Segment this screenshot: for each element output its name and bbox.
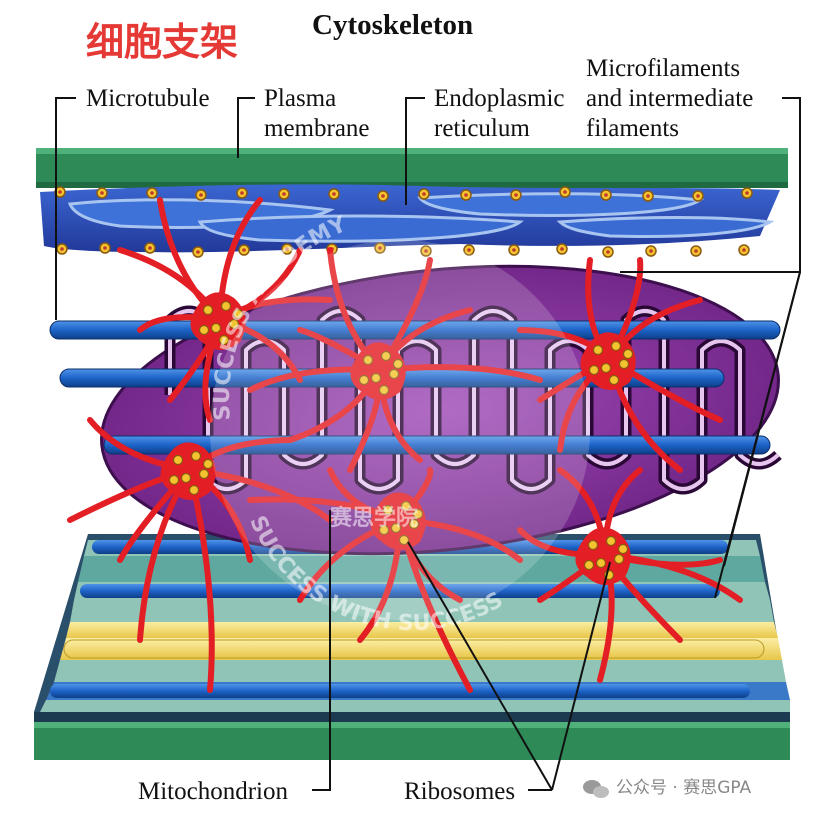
label-microfilaments-line1: Microfilaments <box>586 55 740 82</box>
ribosome-dot <box>279 189 289 199</box>
label-microfilaments-line3: filaments <box>586 115 679 142</box>
ribosome-dot <box>97 188 107 198</box>
label-mitochondrion: Mitochondrion <box>138 778 288 805</box>
footer-source: 公众号 · 赛思GPA <box>616 777 752 798</box>
label-microtubule: Microtubule <box>86 85 210 112</box>
label-plasma-membrane-line1: Plasma <box>264 85 336 112</box>
ribosome-dot <box>601 190 611 200</box>
ribosome-dot <box>603 247 613 257</box>
ribosome-dot <box>57 244 67 254</box>
ribosome-dot <box>196 190 206 200</box>
ribosome-dot <box>237 188 247 198</box>
ribosome-dot <box>145 243 155 253</box>
ribosome-dot <box>511 190 521 200</box>
ribosome-dot <box>147 188 157 198</box>
ribosome-dot <box>329 189 339 199</box>
ribosome-dot <box>643 191 653 201</box>
ribosome-dot <box>509 245 519 255</box>
wechat-icon <box>583 780 609 798</box>
ribosome-dot <box>100 243 110 253</box>
watermark-center: 赛思学院 <box>329 505 418 531</box>
label-er-line1: Endoplasmic <box>434 85 565 112</box>
label-plasma-membrane-line2: membrane <box>264 115 370 142</box>
ribosome-dot <box>560 187 570 197</box>
chinese-title: 细胞支架 <box>86 20 238 64</box>
label-ribosomes: Ribosomes <box>404 778 515 805</box>
ribosome-dot <box>193 247 203 257</box>
label-er-line2: reticulum <box>434 115 530 142</box>
ribosome-dot <box>557 244 567 254</box>
ribosome-dot <box>691 246 701 256</box>
ribosome-dot <box>419 189 429 199</box>
ribosome-dot <box>378 191 388 201</box>
label-microfilaments-line2: and intermediate <box>586 85 753 112</box>
ribosome-dot <box>646 246 656 256</box>
ribosome-dot <box>742 188 752 198</box>
ribosome-dot <box>461 190 471 200</box>
top-plasma-membrane <box>36 148 788 188</box>
ribosome-dot <box>239 245 249 255</box>
ribosome-dot <box>693 191 703 201</box>
ribosome-dot <box>739 245 749 255</box>
diagram-title: Cytoskeleton <box>312 9 473 41</box>
